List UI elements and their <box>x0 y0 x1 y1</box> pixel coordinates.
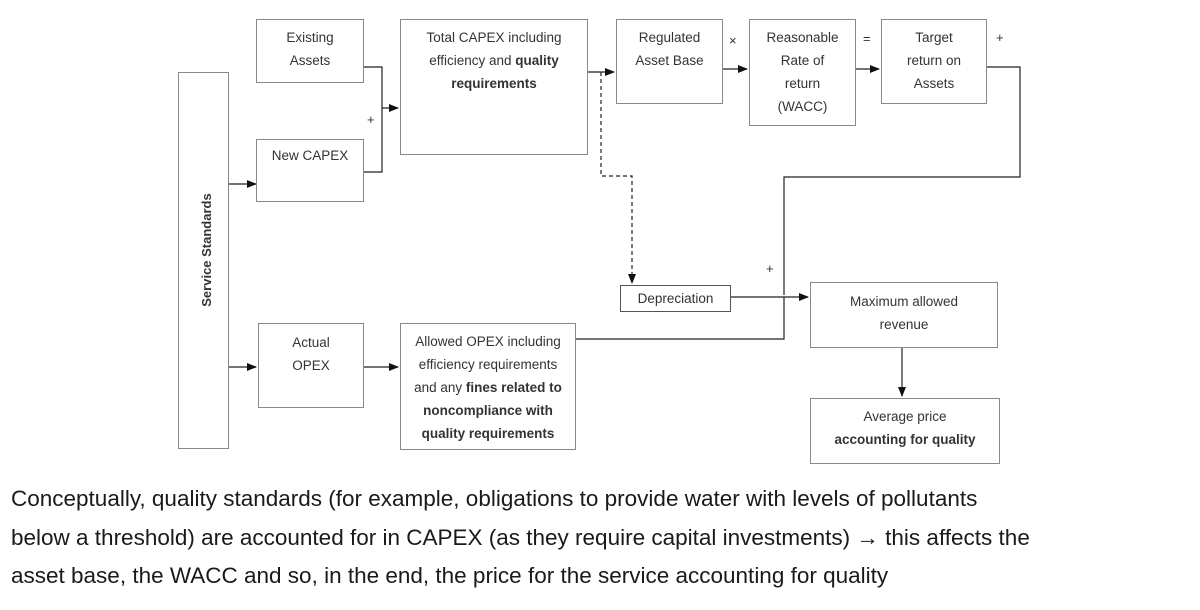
regulated-asset-base-box <box>616 19 723 104</box>
wacc-label: Reasonable Rate of return (WACC) <box>766 30 839 114</box>
actual-opex-label: Actual OPEX <box>292 335 330 373</box>
caption: Conceptually, quality standards (for exa… <box>11 480 1191 596</box>
depreciation-box <box>620 285 731 312</box>
times-sign: × <box>729 33 737 48</box>
line-target-revenue <box>783 66 1021 295</box>
plus-sign-target: + <box>996 30 1004 45</box>
depreciation-label: Depreciation <box>637 291 714 306</box>
connectors <box>229 65 1021 397</box>
service-standards-box <box>178 72 229 449</box>
allowed-opex-label: Allowed OPEX including efficiency requir… <box>414 334 562 441</box>
dashed-rab-depreciation <box>600 72 636 284</box>
wacc-box <box>749 19 856 126</box>
line-opex-revenue <box>576 297 785 340</box>
total-capex-box <box>400 19 588 155</box>
new-capex-box <box>256 139 364 202</box>
arrow-existing-total <box>364 66 399 112</box>
target-return-box <box>881 19 987 104</box>
existing-assets-label: Existing Assets <box>286 30 334 68</box>
caption-line-1: Conceptually, quality standards (for exa… <box>11 486 978 511</box>
average-price-label: Average price accounting for quality <box>834 409 976 447</box>
new-capex-label: New CAPEX <box>271 148 349 163</box>
equals-sign: = <box>863 31 871 46</box>
max-revenue-box <box>810 282 998 348</box>
target-return-label: Target return on Assets <box>906 30 962 91</box>
caption-line-3: asset base, the WACC and so, in the end,… <box>11 563 889 588</box>
existing-assets-box <box>256 19 364 83</box>
line-newcapex-merge <box>364 108 383 173</box>
caption-line-2: below a threshold) are accounted for in … <box>11 524 1030 550</box>
plus-sign-revenue: + <box>766 261 774 276</box>
plus-sign-capex: + <box>367 112 375 127</box>
total-capex-label: Total CAPEX including efficiency and qua… <box>426 30 562 91</box>
max-revenue-label: Maximum allowed revenue <box>849 294 959 332</box>
regulatory-pricing-diagram: Service Standards Existing Assets New CA… <box>178 19 1021 464</box>
actual-opex-box <box>258 323 364 408</box>
regulated-asset-base-label: Regulated Asset Base <box>635 30 704 68</box>
average-price-box <box>810 398 1000 464</box>
service-standards-label: Service Standards <box>199 193 214 307</box>
allowed-opex-box <box>400 323 576 450</box>
